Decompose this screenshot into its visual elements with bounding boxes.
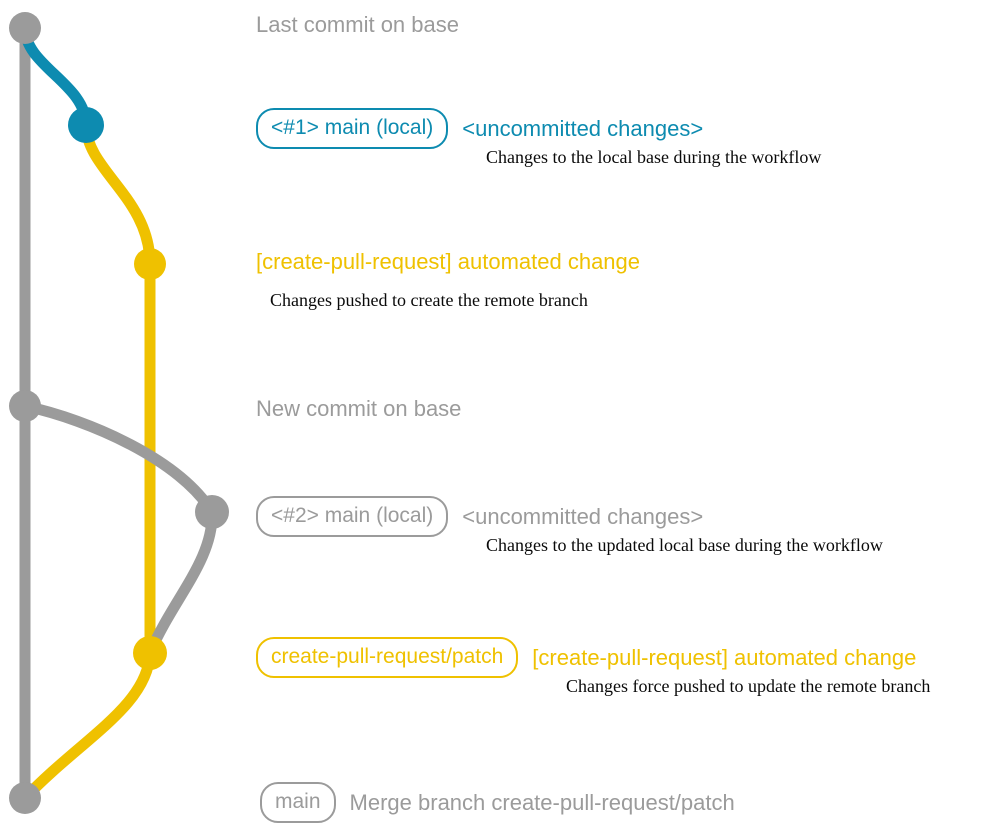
commit-node-patch-2[interactable] xyxy=(133,636,167,670)
gold-merge-line xyxy=(19,647,156,804)
commit-headline: New commit on base xyxy=(256,396,462,421)
row-patch-1: [create-pull-request] automated change xyxy=(256,251,640,273)
commit-node-base-last[interactable] xyxy=(9,12,41,44)
commit-headline: [create-pull-request] automated change xyxy=(532,644,917,670)
commit-node-local-2[interactable] xyxy=(195,495,229,529)
branch-pill-local-1[interactable]: <#1> main (local) xyxy=(256,108,449,149)
branch-pill-main[interactable]: main xyxy=(260,782,336,823)
row-patch-2: create-pull-request/patch [create-pull-r… xyxy=(256,637,916,678)
row-local-2: <#2> main (local) <uncommitted changes> xyxy=(256,496,703,537)
commit-headline: [create-pull-request] automated change xyxy=(256,249,641,274)
commit-node-merge[interactable] xyxy=(9,782,41,814)
commit-headline: Merge branch create-pull-request/patch xyxy=(349,789,735,815)
branch-pill-local-2[interactable]: <#2> main (local) xyxy=(256,496,449,537)
row-local-1: <#1> main (local) <uncommitted changes> xyxy=(256,108,703,149)
commit-headline: <uncommitted changes> xyxy=(462,115,704,141)
row-merge: main Merge branch create-pull-request/pa… xyxy=(260,782,735,823)
commit-headline: <uncommitted changes> xyxy=(462,503,704,529)
commit-headline: Last commit on base xyxy=(256,12,459,37)
row-last-commit-on-base: Last commit on base xyxy=(256,14,459,36)
commit-subtext-patch-2: Changes force pushed to update the remot… xyxy=(566,676,931,696)
branch-pill-create-pull-request-patch[interactable]: create-pull-request/patch xyxy=(256,637,519,678)
commit-subtext-local-2: Changes to the updated local base during… xyxy=(486,535,883,555)
commit-node-patch-1[interactable] xyxy=(134,248,166,280)
row-new-commit-on-base: New commit on base xyxy=(256,398,461,420)
commit-graph xyxy=(9,12,229,814)
commit-node-local-1[interactable] xyxy=(68,107,104,143)
commit-node-base-new[interactable] xyxy=(9,390,41,422)
commit-subtext-patch-1: Changes pushed to create the remote bran… xyxy=(270,290,588,310)
commit-subtext-local-1: Changes to the local base during the wor… xyxy=(486,147,822,167)
